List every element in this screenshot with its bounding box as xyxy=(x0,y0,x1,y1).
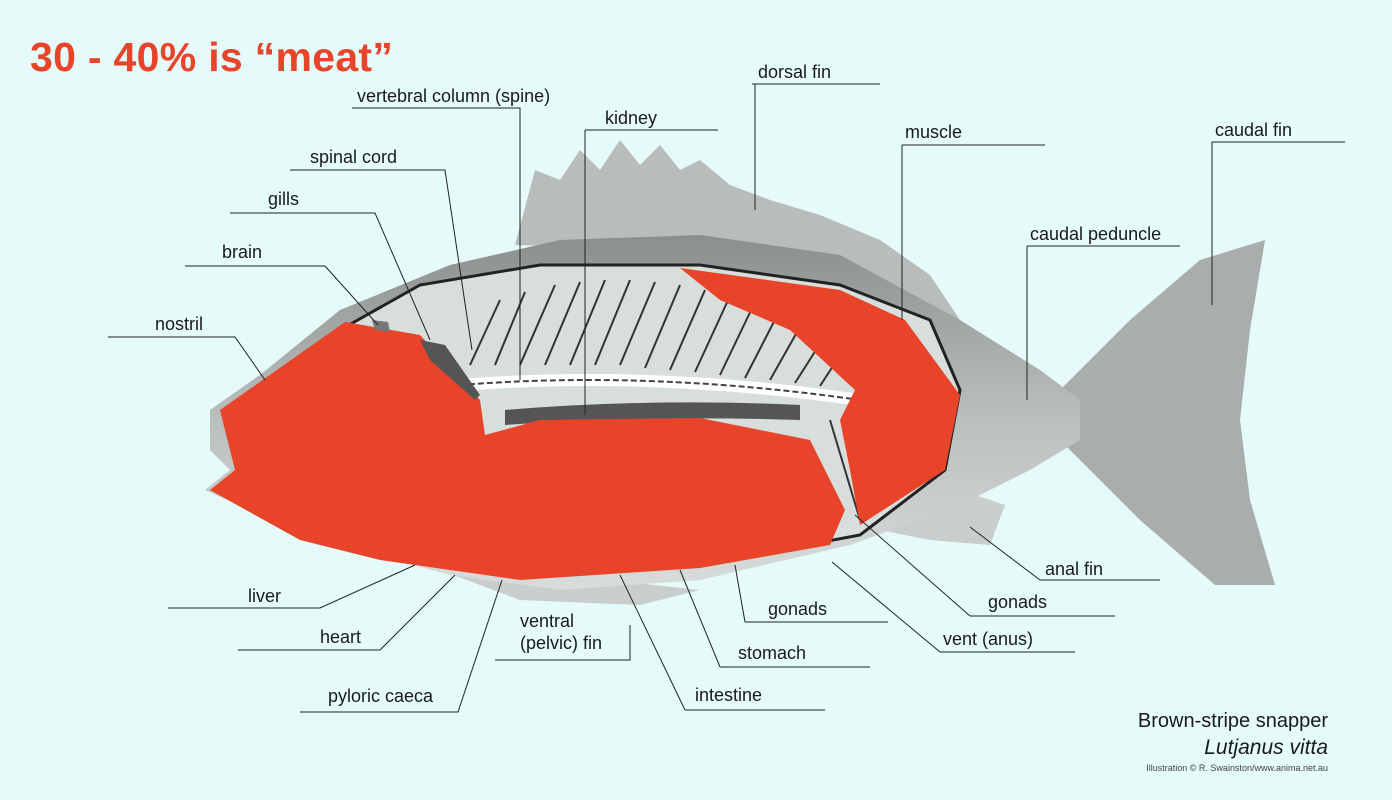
meat-region-head xyxy=(210,322,845,580)
label-brain: brain xyxy=(222,242,263,262)
label-intestine: intestine xyxy=(695,685,763,705)
label-stomach: stomach xyxy=(738,643,807,663)
label-heart: heart xyxy=(320,627,362,647)
kidney xyxy=(505,402,800,425)
label-dorsal-fin: dorsal fin xyxy=(758,62,832,82)
label-ventral-fin-line2: (pelvic) fin xyxy=(520,633,603,653)
label-pyloric-caeca: pyloric caeca xyxy=(328,686,434,706)
label-nostril: nostril xyxy=(155,314,204,334)
label-gonads-right: gonads xyxy=(988,592,1048,612)
gills xyxy=(420,340,480,400)
label-kidney: kidney xyxy=(605,108,658,128)
label-liver: liver xyxy=(248,586,282,606)
headline: 30 - 40% is “meat” xyxy=(30,34,394,80)
leader-lines xyxy=(108,83,1345,713)
label-muscle: muscle xyxy=(905,122,963,142)
label-gonads-lower: gonads xyxy=(768,599,828,619)
label-gills: gills xyxy=(268,189,300,209)
label-caudal-peduncle: caudal peduncle xyxy=(1030,224,1162,244)
scientific-name: Lutjanus vitta xyxy=(1204,736,1328,759)
meat-region-rear xyxy=(680,268,960,525)
caudal-fin xyxy=(1060,240,1275,585)
common-name: Brown-stripe snapper xyxy=(1137,710,1328,732)
label-spinal-cord: spinal cord xyxy=(310,147,398,167)
label-caudal-fin: caudal fin xyxy=(1215,120,1293,140)
illustration-credit: Illustration © R. Swainston/www.anima.ne… xyxy=(1146,763,1328,773)
label-vent: vent (anus) xyxy=(943,629,1034,649)
label-ventral-fin-line1: ventral xyxy=(520,611,575,631)
label-anal-fin: anal fin xyxy=(1045,559,1104,579)
label-vertebral-column: vertebral column (spine) xyxy=(357,86,551,106)
